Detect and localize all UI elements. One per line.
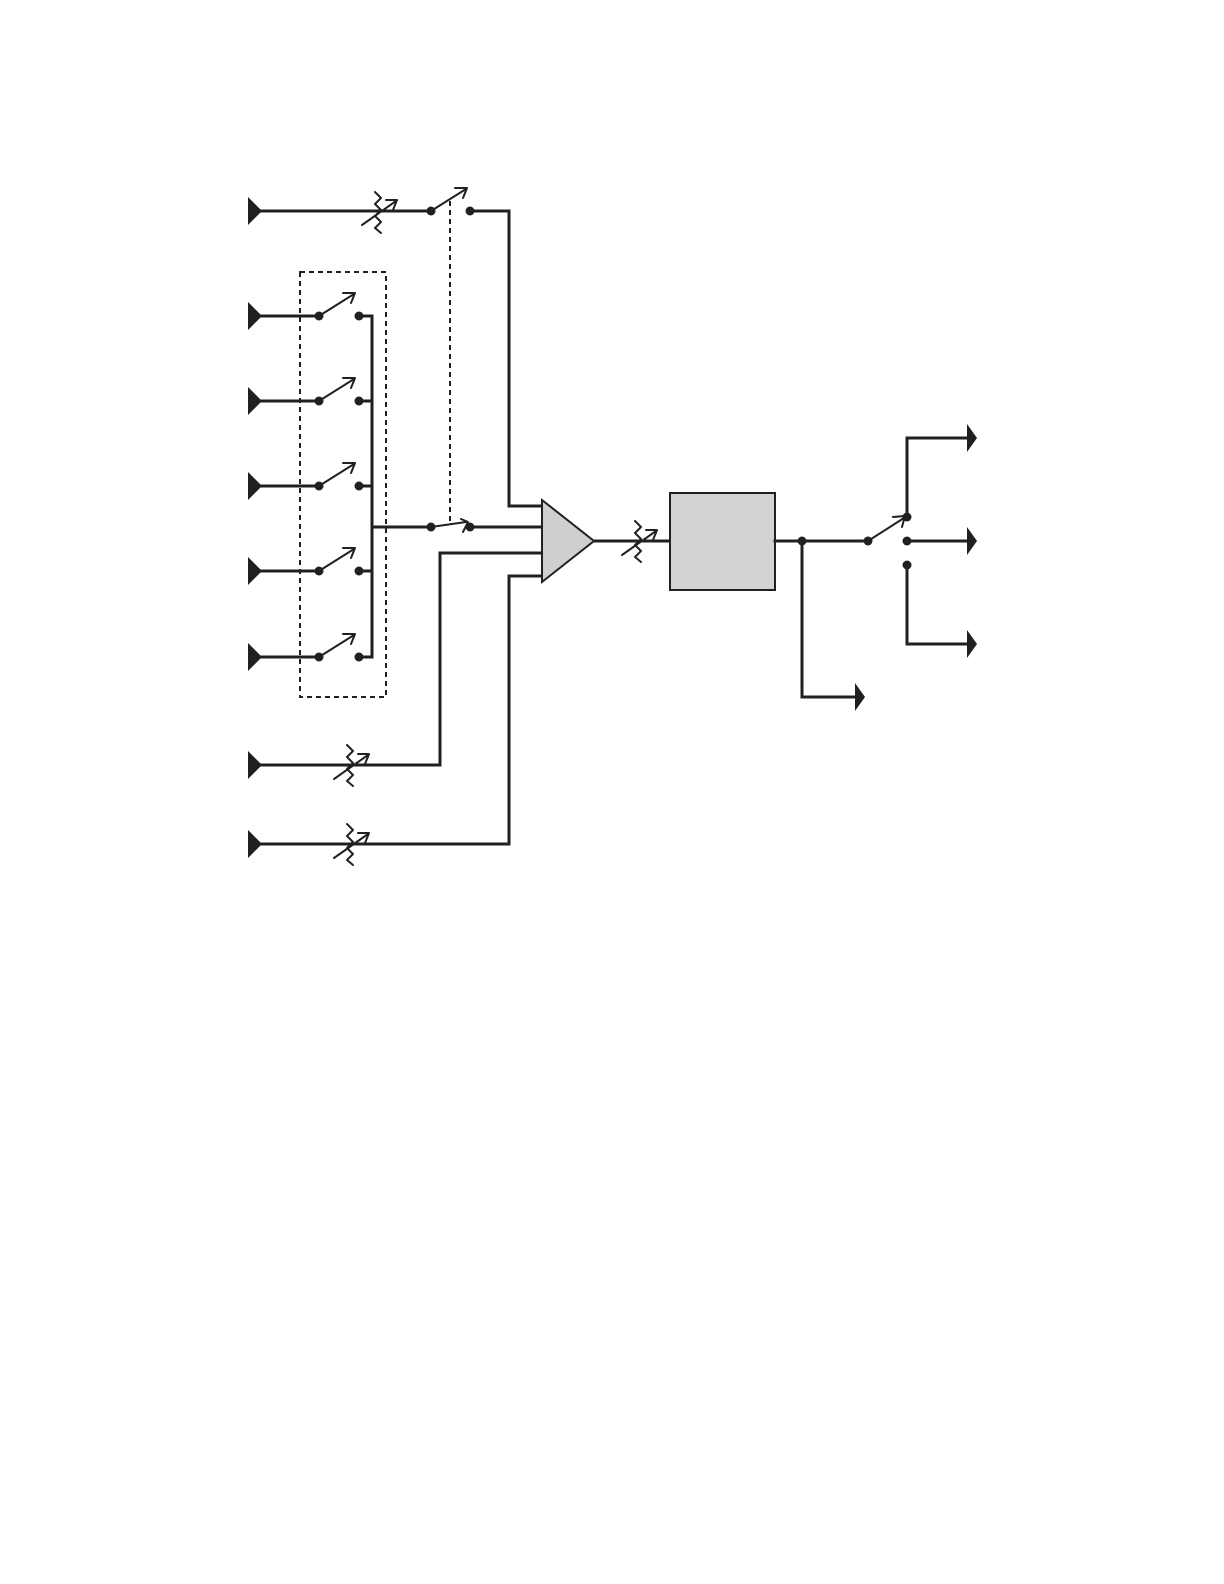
input-6 — [248, 634, 372, 671]
input-7 — [248, 553, 542, 786]
input-2 — [248, 293, 372, 330]
mixer-amplifier — [542, 500, 594, 582]
input-5 — [248, 548, 372, 585]
output-direct — [802, 541, 865, 711]
input-1-route — [470, 211, 542, 506]
input-4 — [248, 463, 372, 500]
processing-block — [670, 493, 775, 590]
output-c — [907, 565, 977, 658]
input-8 — [248, 576, 542, 865]
output-selector-switch — [864, 513, 912, 570]
output-c-arrowhead — [967, 630, 977, 658]
input-3 — [248, 378, 372, 415]
output-a — [907, 424, 977, 517]
output-b-arrowhead — [967, 527, 977, 555]
output-direct-arrowhead — [855, 683, 865, 711]
output-b — [907, 527, 977, 555]
output-a-arrowhead — [967, 424, 977, 452]
input-1 — [248, 188, 542, 506]
selector-output-switch — [427, 519, 543, 532]
